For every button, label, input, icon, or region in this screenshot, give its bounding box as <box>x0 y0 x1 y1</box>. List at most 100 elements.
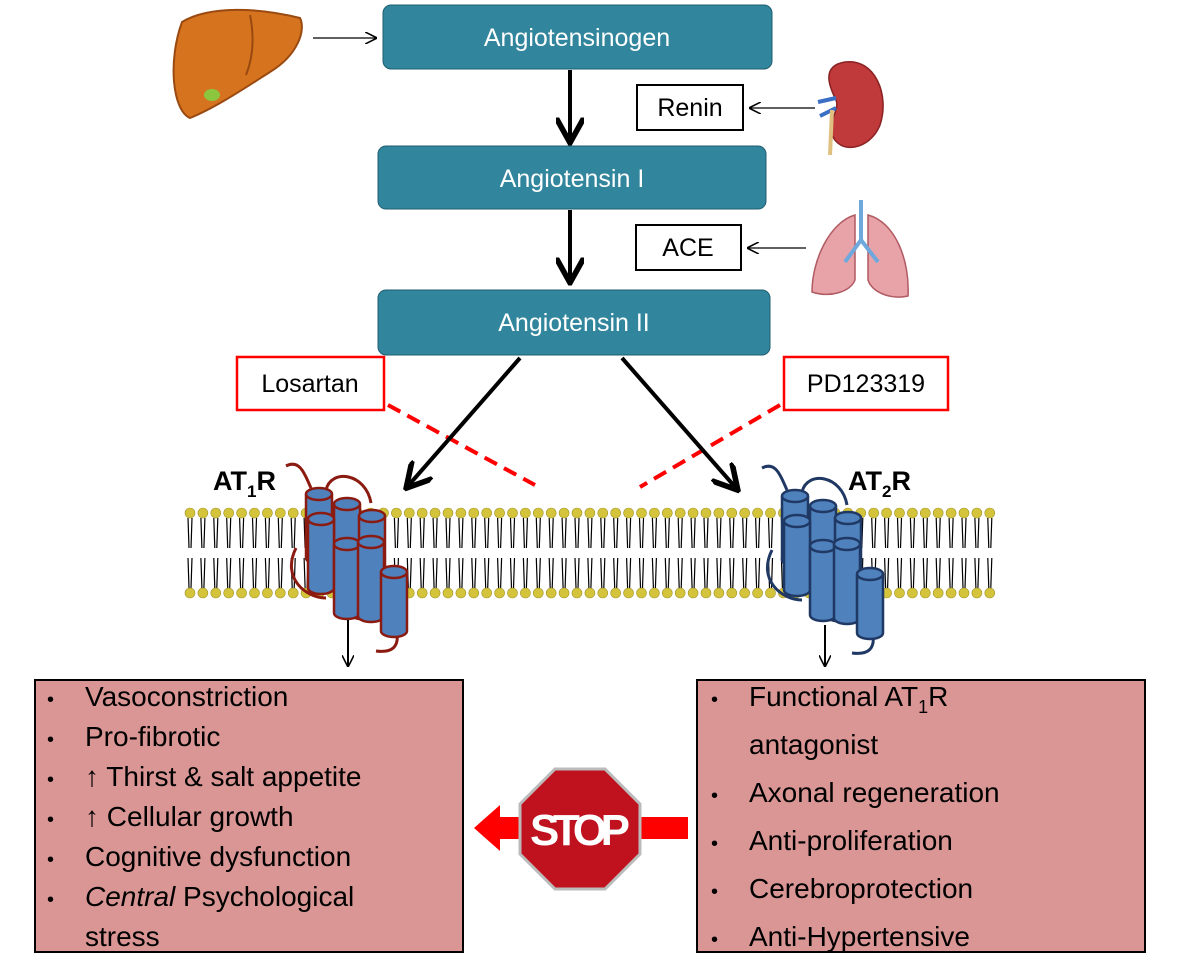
lipid <box>597 507 609 599</box>
effect-item: Functional AT1R <box>749 681 948 717</box>
liver-icon <box>172 8 303 120</box>
effect-item: Cerebroprotection <box>749 873 973 904</box>
lipid <box>919 507 931 599</box>
lipid <box>661 507 673 599</box>
lipid <box>894 507 905 599</box>
svg-text:•: • <box>711 881 718 903</box>
svg-text:Losartan: Losartan <box>261 370 358 398</box>
at2-effects-box: • Functional AT1R antagonist • Axonal reg… <box>696 679 1146 953</box>
kidney-icon <box>817 61 884 156</box>
lipid <box>700 507 712 599</box>
effect-item-continued: antagonist <box>749 729 878 760</box>
lipid <box>765 507 776 599</box>
lipid <box>494 507 505 599</box>
svg-text:•: • <box>47 809 54 831</box>
helix-cylinder <box>332 536 362 621</box>
blocker-pd123319: PD123319 <box>782 355 950 412</box>
helix-cylinder <box>855 566 885 641</box>
lungs-icon <box>811 200 909 298</box>
step-label: Angiotensinogen <box>484 24 670 52</box>
effect-item-continued: stress <box>85 921 160 952</box>
effect-item: Anti-proliferation <box>749 825 953 856</box>
svg-text:•: • <box>711 929 718 951</box>
lipid <box>571 507 583 599</box>
svg-text:•: • <box>47 689 54 711</box>
at2-receptor-graphic <box>761 464 885 655</box>
block-line-at2 <box>638 403 782 489</box>
svg-text:Renin: Renin <box>657 94 722 122</box>
lipid <box>945 507 957 599</box>
lipid <box>416 507 428 599</box>
lipid <box>507 507 518 599</box>
helix-cylinder <box>306 511 336 596</box>
lipid <box>545 507 557 599</box>
effect-item: Axonal regeneration <box>749 777 1000 808</box>
at1-effects-box: • Vasoconstriction • Pro-fibrotic • ↑ Thirs… <box>34 679 464 953</box>
svg-text:•: • <box>711 689 718 711</box>
arrow-to-at1r <box>408 356 522 486</box>
lipid <box>455 507 467 599</box>
effect-item: Vasoconstriction <box>85 681 288 712</box>
svg-text:•: • <box>47 889 54 911</box>
at1r-label: AT1R <box>213 466 276 501</box>
lipid <box>481 507 493 599</box>
lipid <box>739 507 751 599</box>
svg-text:•: • <box>47 849 54 871</box>
lipid <box>636 507 647 599</box>
step-label: Angiotensin II <box>498 309 650 337</box>
enzyme-renin: Renin <box>636 84 744 131</box>
svg-text:PD123319: PD123319 <box>807 370 925 398</box>
lipid <box>274 507 286 599</box>
lipid <box>223 507 234 599</box>
effect-item: Anti-Hypertensive <box>749 921 970 952</box>
lipid <box>752 507 763 599</box>
lipid <box>403 507 415 599</box>
svg-text:•: • <box>47 769 54 791</box>
step-angiotensin-ii: Angiotensin II <box>377 289 771 356</box>
receptor-loop <box>761 464 875 655</box>
helix-cylinder <box>782 513 812 598</box>
lipid <box>907 507 918 599</box>
lipid <box>713 507 725 599</box>
blocker-losartan: Losartan <box>235 355 386 412</box>
svg-text:STOP: STOP <box>530 806 630 855</box>
lipid <box>610 507 622 599</box>
enzyme-ace: ACE <box>635 224 742 271</box>
lipid <box>958 507 970 599</box>
lipid <box>687 507 699 599</box>
lipid <box>262 507 273 599</box>
stop-sign-icon: STOP <box>518 767 642 891</box>
step-angiotensin-i: Angiotensin I <box>377 145 767 210</box>
effect-item: Central Psychological <box>85 881 354 912</box>
block-line-at1 <box>387 403 536 487</box>
helix-cylinder <box>832 536 862 626</box>
lipid <box>236 507 247 599</box>
helix-cylinder <box>379 564 409 639</box>
lipid <box>726 507 738 599</box>
lipid <box>442 507 454 599</box>
arrow-to-at2r <box>620 356 736 488</box>
lipid <box>558 507 570 599</box>
lipid <box>984 507 996 599</box>
lipid <box>623 507 634 599</box>
lipid <box>584 507 596 599</box>
svg-text:ACE: ACE <box>662 234 713 262</box>
receptor-loop <box>285 462 399 653</box>
svg-text:•: • <box>47 729 54 751</box>
lipid <box>520 507 531 599</box>
at2r-label: AT2R <box>848 466 911 501</box>
effect-item: Cognitive dysfunction <box>85 841 351 872</box>
svg-text:•: • <box>711 785 718 807</box>
lipid <box>287 507 299 599</box>
effect-item: ↑ Thirst & salt appetite <box>85 761 362 792</box>
effect-item: ↑ Cellular growth <box>85 801 294 832</box>
lipid <box>468 507 480 599</box>
at1-receptor-graphic <box>285 462 409 653</box>
svg-text:•: • <box>711 833 718 855</box>
lipid <box>249 507 260 599</box>
lipid <box>197 507 209 599</box>
helix-cylinder <box>808 538 838 623</box>
lipid <box>184 507 196 599</box>
effect-item: Pro-fibrotic <box>85 721 220 752</box>
